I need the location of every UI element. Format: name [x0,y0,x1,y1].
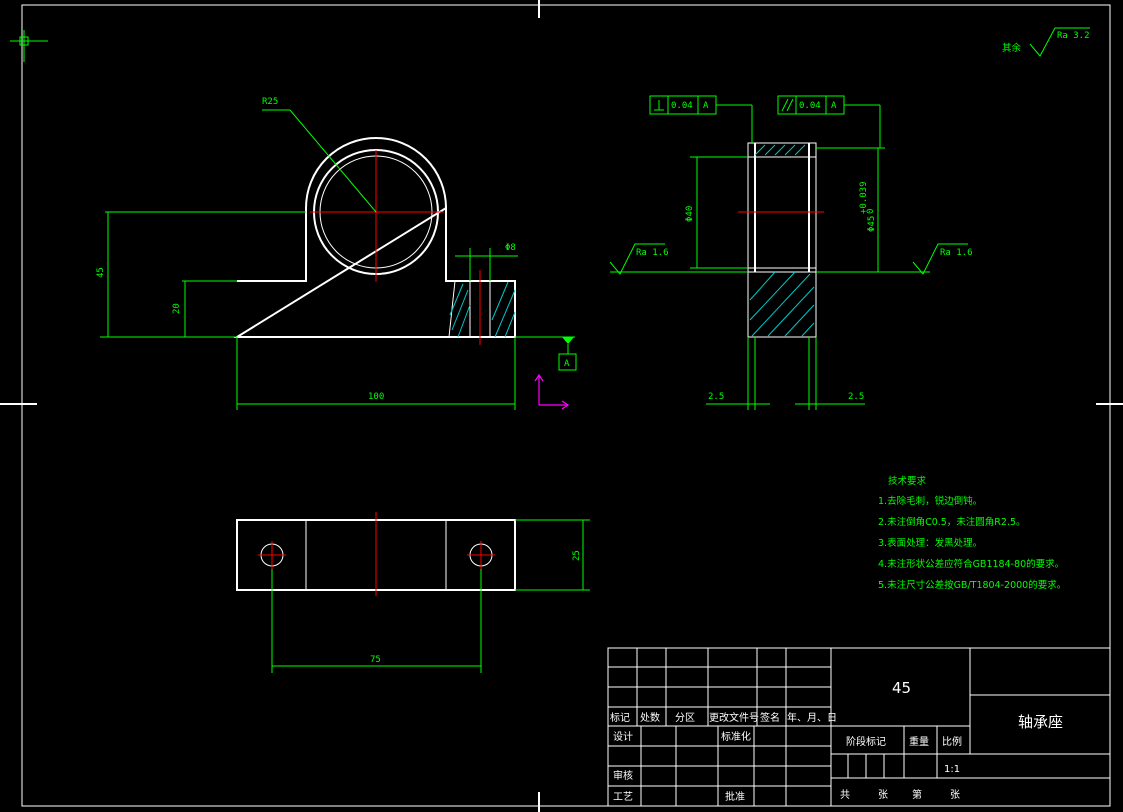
perp-datum: A [703,101,709,111]
front-hatch [449,281,516,338]
roughness-default-value: Ra 3.2 [1057,31,1090,41]
top-view [236,512,590,673]
tb-col-zone: 分区 [675,712,695,724]
perp-tolerance: 0.04 [671,101,693,111]
tech-req-item: 2.未注倒角C0.5，未注圆角R2.5。 [878,516,1026,528]
tb-scale-value: 1:1 [944,764,960,775]
tb-col-date: 年、月、日 [787,711,837,724]
title-block-grid [607,647,1111,807]
tech-req-item: 4.未注形状公差应符合GB1184-80的要求。 [878,558,1064,570]
side-view [609,27,1090,410]
tech-req-title: 技术要求 [888,475,927,487]
ucs-corner-icon [10,30,48,62]
dim-chamfer-left: 2.5 [708,392,724,402]
datum-label: A [564,359,570,369]
dim-bore-phi40: Φ40 [685,206,695,222]
tech-req-item: 1.去除毛刺，锐边倒钝。 [878,495,982,507]
tb-page: 第 [912,788,922,801]
front-view [100,109,577,410]
tb-part-name: 轴承座 [1018,713,1063,731]
tb-approve: 批准 [725,790,745,803]
parallel-tolerance: 0.04 [799,101,821,111]
tb-col-mark: 标记 [610,712,630,724]
dim-hole-spacing-75: 75 [370,655,381,665]
tb-col-change: 更改文件号 [709,711,759,724]
tb-stage-mark: 阶段标记 [846,735,886,748]
drawing-border [21,4,1111,807]
tb-check: 审核 [613,769,633,782]
dim-chamfer-right: 2.5 [848,392,864,402]
dim-width-25: 25 [572,550,582,561]
tech-req-item: 3.表面处理：发黑处理。 [878,537,982,549]
ucs-icon [534,373,570,410]
parallel-datum: A [831,101,837,111]
dim-height-45: 45 [96,267,106,278]
tb-total: 共 [840,789,850,801]
roughness-right: Ra 1.6 [940,248,973,258]
tb-material: 45 [892,679,911,697]
dim-bore-tol-low: 0 [866,209,876,214]
datum-triangle [562,337,574,344]
tb-col-count: 处数 [640,711,660,724]
tb-process: 工艺 [613,791,633,803]
roughness-default-label: 其余 [1002,42,1022,54]
roughness-left: Ra 1.6 [636,248,669,258]
dim-bore-phi45: Φ45 [867,216,877,232]
tb-weight: 重量 [909,735,929,748]
dim-height-20: 20 [172,303,182,314]
tb-standardize: 标准化 [721,730,751,743]
tb-design: 设计 [613,730,633,743]
dim-radius: R25 [262,97,278,107]
tb-sheet-unit: 张 [878,789,888,801]
tb-col-sign: 签名 [760,711,780,724]
tech-req-item: 5.未注尺寸公差按GB/T1804-2000的要求。 [878,579,1066,591]
side-hatch [749,144,815,337]
dim-hole-phi8: Φ8 [505,243,516,253]
dim-length-100: 100 [368,392,384,402]
dim-bore-tol-high: +0.039 [859,181,869,214]
tb-sheet-unit: 张 [950,789,960,801]
tb-scale: 比例 [942,735,962,748]
